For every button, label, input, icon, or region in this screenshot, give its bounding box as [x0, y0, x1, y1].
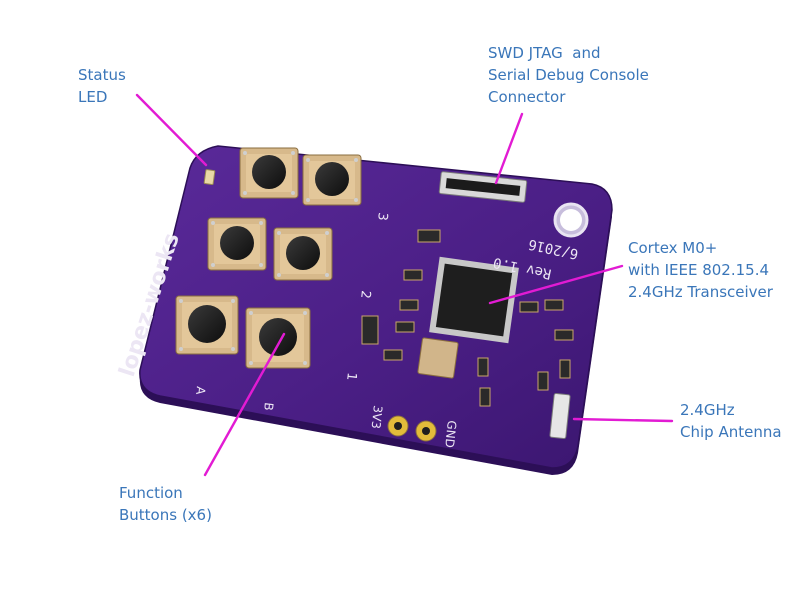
label-swd-connector: SWD JTAG and Serial Debug Console Connec…	[488, 44, 649, 106]
leader-swd	[494, 112, 524, 185]
swd-connector	[438, 171, 528, 203]
button-icon	[245, 307, 311, 369]
passive-components	[361, 229, 574, 407]
silk-num-2: 2	[357, 290, 373, 300]
crystal	[417, 337, 459, 379]
label-cortex-mcu: Cortex M0+ with IEEE 802.15.4 2.4GHz Tra…	[628, 239, 773, 301]
leader-status-led	[135, 93, 208, 167]
mcu-chip	[429, 256, 519, 344]
leader-cortex	[488, 264, 624, 305]
header-pins	[387, 415, 437, 442]
button-icon	[239, 147, 299, 199]
label-function-buttons: Function Buttons (x6)	[119, 484, 212, 524]
silk-3v3: 3V3	[369, 405, 385, 430]
silk-gnd: GND	[442, 420, 459, 449]
leader-antenna	[572, 417, 674, 423]
silk-num-1: 1	[343, 372, 359, 382]
label-chip-antenna: 2.4GHz Chip Antenna	[680, 401, 782, 441]
label-status-led: Status LED	[78, 66, 126, 106]
silk-letter-a: A	[193, 386, 208, 396]
button-icon	[273, 227, 333, 281]
leader-buttons	[203, 332, 286, 477]
button-icon	[302, 154, 362, 206]
silk-num-3: 3	[374, 212, 390, 222]
function-buttons	[175, 147, 362, 369]
button-icon	[207, 217, 267, 271]
status-led-icon	[203, 169, 216, 185]
chip-antenna	[549, 392, 571, 440]
silk-letter-b: B	[261, 402, 276, 412]
button-icon	[175, 295, 239, 355]
